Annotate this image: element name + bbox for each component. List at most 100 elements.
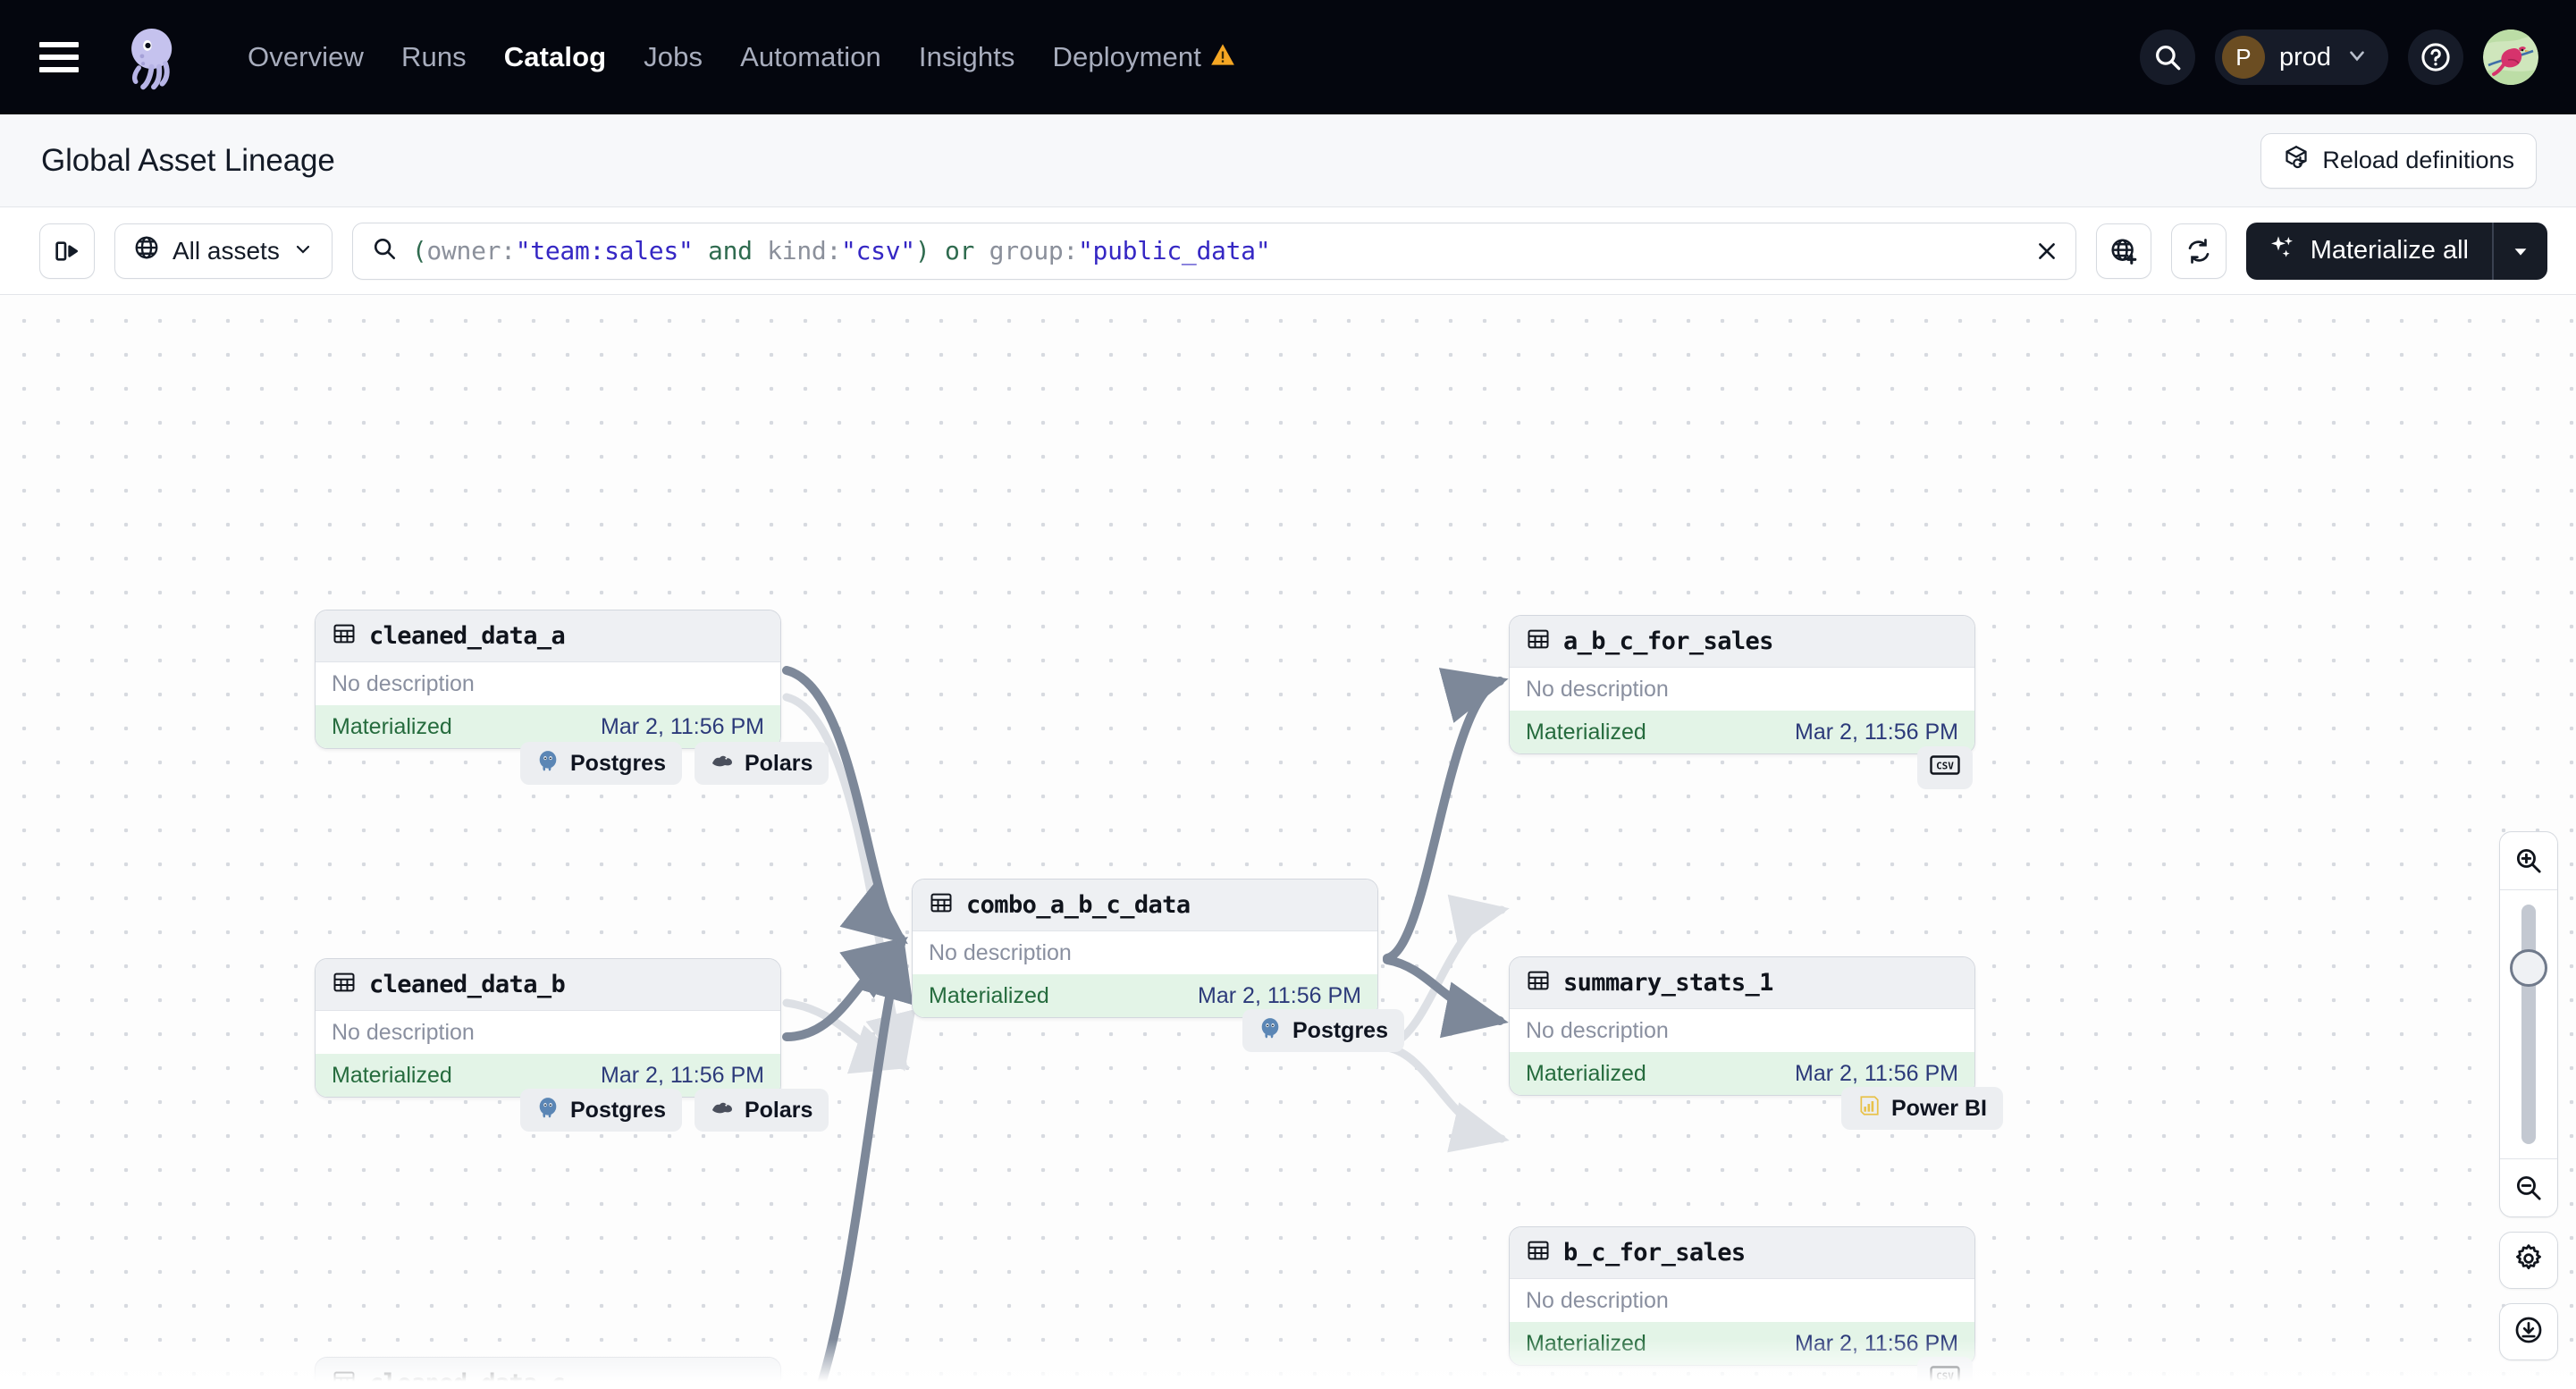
zoom-slider-thumb[interactable] [2510,949,2547,987]
table-grid-icon [1526,1238,1551,1267]
zoom-controls [2499,831,2558,1360]
reload-definitions-button[interactable]: Reload definitions [2260,132,2537,189]
hamburger-menu-icon[interactable] [39,42,79,72]
asset-node-header: combo_a_b_c_data [913,880,1377,931]
add-scope-globe-icon[interactable] [2095,223,2151,279]
divider [2500,1158,2557,1159]
graph-settings-button[interactable] [2499,1232,2558,1289]
table-grid-icon [332,1368,357,1389]
nav-link-runs[interactable]: Runs [401,41,467,72]
asset-search-query[interactable]: (owner:"team:sales" and kind:"csv") or g… [411,236,1271,265]
powerbi-icon [1857,1094,1881,1124]
asset-scope-selector[interactable]: All assets [114,223,333,279]
nav-link-deployment[interactable]: Deployment [1034,41,1254,73]
asset-node-combo_a_b_c_data[interactable]: combo_a_b_c_data No description Material… [912,879,1378,1018]
zoom-out-icon[interactable] [2500,1159,2557,1216]
asset-node-header: b_c_for_sales [1510,1227,1974,1279]
search-icon[interactable] [2139,29,2195,85]
kind-tag-powerbi[interactable]: Power BI [1841,1087,2003,1130]
gear-icon [2513,1243,2544,1278]
status-badge: Materialized [332,1062,452,1088]
zoom-slider[interactable] [2500,890,2557,1158]
postgres-icon [536,749,560,779]
asset-node-name: cleaned_data_c [369,1369,566,1389]
asset-node-description: No description [913,931,1377,974]
asset-node-description: No description [316,662,780,705]
materialize-all-caret-icon[interactable] [2492,222,2547,280]
asset-node-header: cleaned_data_c [316,1358,780,1389]
status-timestamp: Mar 2, 11:56 PM [1198,982,1361,1008]
materialize-all-group: Materialize all [2245,222,2547,280]
svg-text:CSV: CSV [1936,760,1954,771]
lineage-graph-canvas[interactable]: cleaned_data_a No description Materializ… [0,295,2576,1389]
asset-node-description: No description [316,1011,780,1054]
kind-tag-label: Polars [744,750,813,776]
table-grid-icon [1526,627,1551,656]
nav-link-overview[interactable]: Overview [248,41,364,72]
zoom-in-icon[interactable] [2500,832,2557,889]
materialize-all-button[interactable]: Materialize all [2245,222,2492,280]
deployment-switcher[interactable]: P prod [2214,29,2388,85]
kind-tag-postgres[interactable]: Postgres [520,1089,682,1132]
kind-tag-csv[interactable]: CSV [1917,1357,1973,1389]
asset-node-header: a_b_c_for_sales [1510,616,1974,668]
csv-icon: CSV [1930,754,1960,782]
polars-icon [711,751,734,777]
deployment-avatar: P [2221,36,2265,79]
nav-link-jobs[interactable]: Jobs [644,41,703,72]
main-nav-links: Overview Runs Catalog Jobs Automation In… [229,41,1254,73]
asset-node-status: Materialized Mar 2, 11:56 PM [316,705,780,748]
nav-link-catalog[interactable]: Catalog [503,41,607,72]
edge-cleaned-c-to-combo-bc [782,998,911,1074]
page-title: Global Asset Lineage [41,142,335,178]
edge-cleaned-b-to-combo-bc [782,693,916,1072]
kind-tag-csv[interactable]: CSV [1917,746,1973,789]
asset-tags-b_c_for_sales: CSV [1917,1357,1973,1389]
csv-icon: CSV [1930,1365,1960,1389]
deployment-label: prod [2278,42,2331,72]
status-badge: Materialized [1526,1060,1646,1086]
dagster-logo-icon[interactable] [120,23,188,91]
kind-tag-label: Postgres [570,750,666,776]
refresh-icon[interactable] [2170,223,2227,279]
asset-node-cleaned_data_b[interactable]: cleaned_data_b No description Materializ… [315,958,781,1098]
clear-search-icon[interactable] [2025,239,2059,264]
nav-link-automation[interactable]: Automation [740,41,881,72]
status-badge: Materialized [929,982,1049,1008]
sparkles-icon [2268,233,2296,269]
sidebar-toggle-button[interactable] [39,223,95,279]
asset-node-cleaned_data_a[interactable]: cleaned_data_a No description Materializ… [315,610,781,749]
edge-combo-abc-to-summary-1 [1383,955,1509,1039]
deployment-warning-icon [1210,41,1235,73]
download-graph-button[interactable] [2499,1303,2558,1360]
status-timestamp: Mar 2, 11:56 PM [1795,1060,1958,1086]
page-header: Global Asset Lineage Reload definitions [0,114,2576,207]
postgres-icon [1259,1016,1282,1046]
asset-node-b_c_for_sales[interactable]: b_c_for_sales No description Materialize… [1509,1226,1975,1366]
nav-link-insights[interactable]: Insights [918,41,1015,72]
asset-node-summary_stats_1[interactable]: summary_stats_1 No description Materiali… [1509,956,1975,1096]
top-navigation-bar: Overview Runs Catalog Jobs Automation In… [0,0,2576,114]
asset-node-a_b_c_for_sales[interactable]: a_b_c_for_sales No description Materiali… [1509,615,1975,754]
user-avatar[interactable] [2483,29,2538,85]
asset-node-cleaned_data_c[interactable]: cleaned_data_c No description Materializ… [315,1357,781,1389]
zoom-slider-track[interactable] [2521,905,2536,1144]
status-timestamp: Mar 2, 11:56 PM [1795,1330,1958,1356]
status-badge: Materialized [332,713,452,739]
kind-tag-polars[interactable]: Polars [694,1089,829,1132]
kind-tag-polars[interactable]: Polars [694,742,829,785]
help-circle-icon[interactable] [2408,29,2463,85]
nav-right-cluster: P prod [2139,29,2538,85]
asset-tags-cleaned_data_b: Postgres Polars [520,1089,829,1132]
lineage-toolbar: All assets (owner:"team:sales" and kind:… [0,207,2576,295]
asset-node-name: combo_a_b_c_data [966,891,1191,919]
edge-combo-abc-to-a-b-c-for-sales [1383,668,1509,963]
asset-node-status: Materialized Mar 2, 11:56 PM [1510,1052,1974,1095]
asset-scope-label: All assets [173,236,280,265]
kind-tag-postgres[interactable]: Postgres [520,742,682,785]
status-timestamp: Mar 2, 11:56 PM [601,713,764,739]
kind-tag-postgres[interactable]: Postgres [1242,1009,1404,1052]
globe-icon [133,234,160,267]
asset-tags-summary_stats_1: Power BI [1841,1087,2003,1130]
asset-search-box[interactable]: (owner:"team:sales" and kind:"csv") or g… [351,222,2076,280]
